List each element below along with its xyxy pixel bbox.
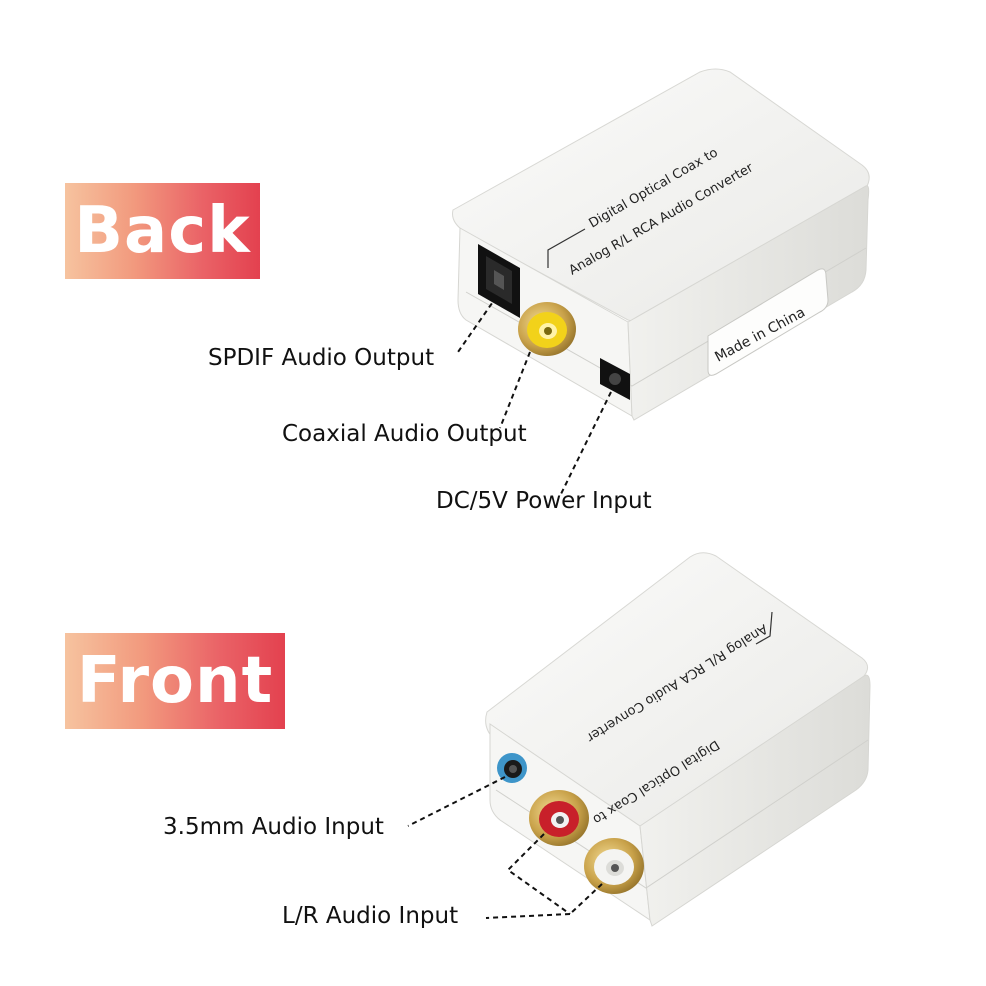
front-callout-lines — [407, 776, 603, 919]
rca-left-jack — [584, 838, 644, 894]
dc-power-jack — [600, 358, 630, 400]
aux-3-5mm-jack — [497, 753, 527, 783]
front-device: Digital Optical Coax to Analog R/L RCA A… — [485, 552, 871, 927]
optical-port — [478, 244, 520, 318]
front-badge: Front — [65, 633, 285, 729]
coax-output-label: Coaxial Audio Output — [282, 421, 527, 447]
lr-input-label: L/R Audio Input — [282, 903, 459, 929]
back-badge: Back — [65, 183, 260, 279]
back-callout-lines — [457, 295, 612, 497]
rca-right-jack — [529, 790, 589, 846]
spdif-output-label: SPDIF Audio Output — [208, 345, 435, 371]
front-badge-text: Front — [76, 644, 274, 718]
back-badge-text: Back — [74, 194, 251, 268]
dc-input-label: DC/5V Power Input — [436, 488, 652, 514]
aux-input-label: 3.5mm Audio Input — [163, 814, 384, 840]
coax-rca-jack — [518, 302, 576, 356]
back-device: Digital Optical Coax to Analog R/L RCA A… — [452, 68, 870, 421]
